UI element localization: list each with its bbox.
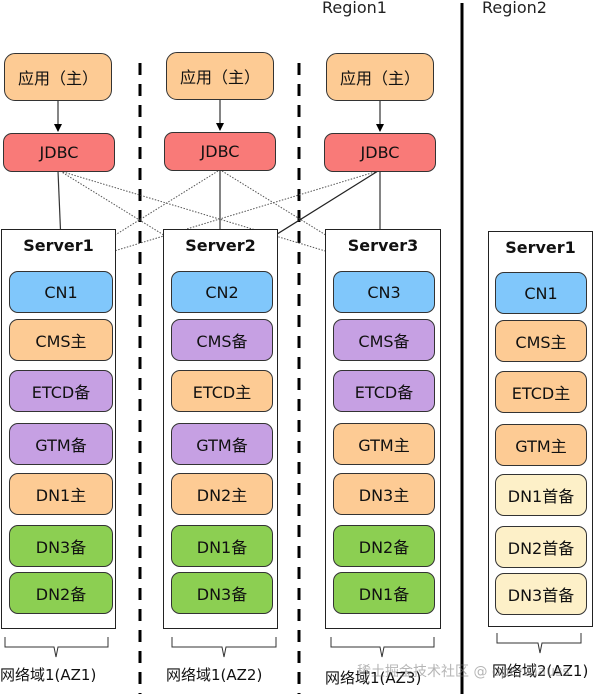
component-label: GTM备 [196,436,248,455]
component-label: GTM主 [515,437,567,456]
jdbc-box-1: JDBC [3,133,115,172]
server-title: Server1 [23,236,94,255]
app-label: 应用（主） [339,69,420,88]
component-label: DN1备 [196,538,248,557]
component-dn2-box: DN2首备 [495,526,587,568]
component-cn2-box: CN2 [171,271,273,313]
component-cms-box: CMS主 [495,320,587,362]
component-dn2-box: DN2备 [9,572,113,614]
component-label: CN2 [205,282,239,302]
component-label: DN3主 [358,486,410,505]
az2-brace [171,637,277,658]
component-label: DN2备 [358,538,410,557]
server-title: Server2 [185,236,256,255]
app-box-1: 应用（主） [4,53,112,101]
component-cms-box: CMS备 [171,319,273,361]
az3-label: 网络域1(AZ3) [325,669,422,687]
component-dn1-box: DN1主 [9,473,113,515]
jdbc-box-3: JDBC [324,133,436,172]
app-label: 应用（主） [179,68,260,87]
component-cms-box: CMS备 [333,319,435,361]
component-label: DN1主 [35,486,87,505]
region2-az1-label: 网络域2(AZ1) [492,662,589,680]
component-dn2-box: DN2主 [171,473,273,515]
component-cn1-box: CN1 [495,272,587,314]
component-label: GTM主 [358,436,410,455]
region2-az1-brace [496,633,582,654]
component-cms-box: CMS主 [9,319,113,361]
app-box-3: 应用（主） [326,53,434,101]
component-label: DN3备 [196,585,248,604]
component-label: ETCD主 [192,383,252,402]
server-title: Server3 [347,236,419,255]
component-dn1-box: DN1备 [333,572,435,614]
az2-label: 网络域1(AZ2) [166,666,263,684]
component-etcd-box: ETCD备 [333,370,435,412]
component-label: DN2首备 [507,539,575,558]
component-etcd-box: ETCD备 [9,370,113,412]
az1-label: 网络域1(AZ1) [0,666,97,684]
region2-label: Region2 [482,0,547,17]
component-label: ETCD主 [511,384,571,403]
component-label: DN1备 [358,585,410,604]
app-box-2: 应用（主） [166,52,274,100]
component-label: DN2主 [196,486,248,505]
component-label: CMS备 [358,332,410,351]
component-dn2-box: DN2备 [333,525,435,567]
component-label: CN3 [367,282,401,302]
jdbc-label: JDBC [200,142,240,161]
watermark: 稀土掘金技术社区 @ openGauss [357,664,570,680]
jdbc-label: JDBC [360,143,400,162]
component-dn3-box: DN3备 [9,525,113,567]
component-label: CN1 [524,283,558,303]
component-cn3-box: CN3 [333,271,435,313]
component-dn3-box: DN3主 [333,473,435,515]
component-dn3-box: DN3首备 [495,573,587,615]
jdbc-box-2: JDBC [164,132,276,171]
component-dn1-box: DN1首备 [495,474,587,516]
component-label: ETCD备 [354,383,414,402]
component-gtm-box: GTM备 [171,423,273,465]
app-label: 应用（主） [17,69,98,88]
server-title: Server1 [505,238,576,257]
az1-brace [4,637,109,658]
component-label: GTM备 [35,436,87,455]
az3-brace [330,637,435,658]
component-gtm-box: GTM主 [495,424,587,466]
jdbc-label: JDBC [39,143,79,162]
jdbc1-cn3-line [59,170,376,268]
component-etcd-box: ETCD主 [495,371,587,413]
component-label: CMS主 [515,333,567,352]
component-label: DN3首备 [507,586,575,605]
component-gtm-box: GTM主 [333,423,435,465]
component-label: DN2备 [35,585,87,604]
component-dn3-box: DN3备 [171,572,273,614]
component-cn1-box: CN1 [9,271,113,313]
component-label: CMS主 [35,332,87,351]
component-dn1-box: DN1备 [171,525,273,567]
component-gtm-box: GTM备 [9,423,113,465]
component-label: CN1 [44,282,78,302]
component-label: CMS备 [196,332,248,351]
component-label: ETCD备 [31,383,91,402]
component-etcd-box: ETCD主 [171,370,273,412]
component-label: DN3备 [35,538,87,557]
region1-label: Region1 [322,0,387,17]
component-label: DN1首备 [507,487,575,506]
